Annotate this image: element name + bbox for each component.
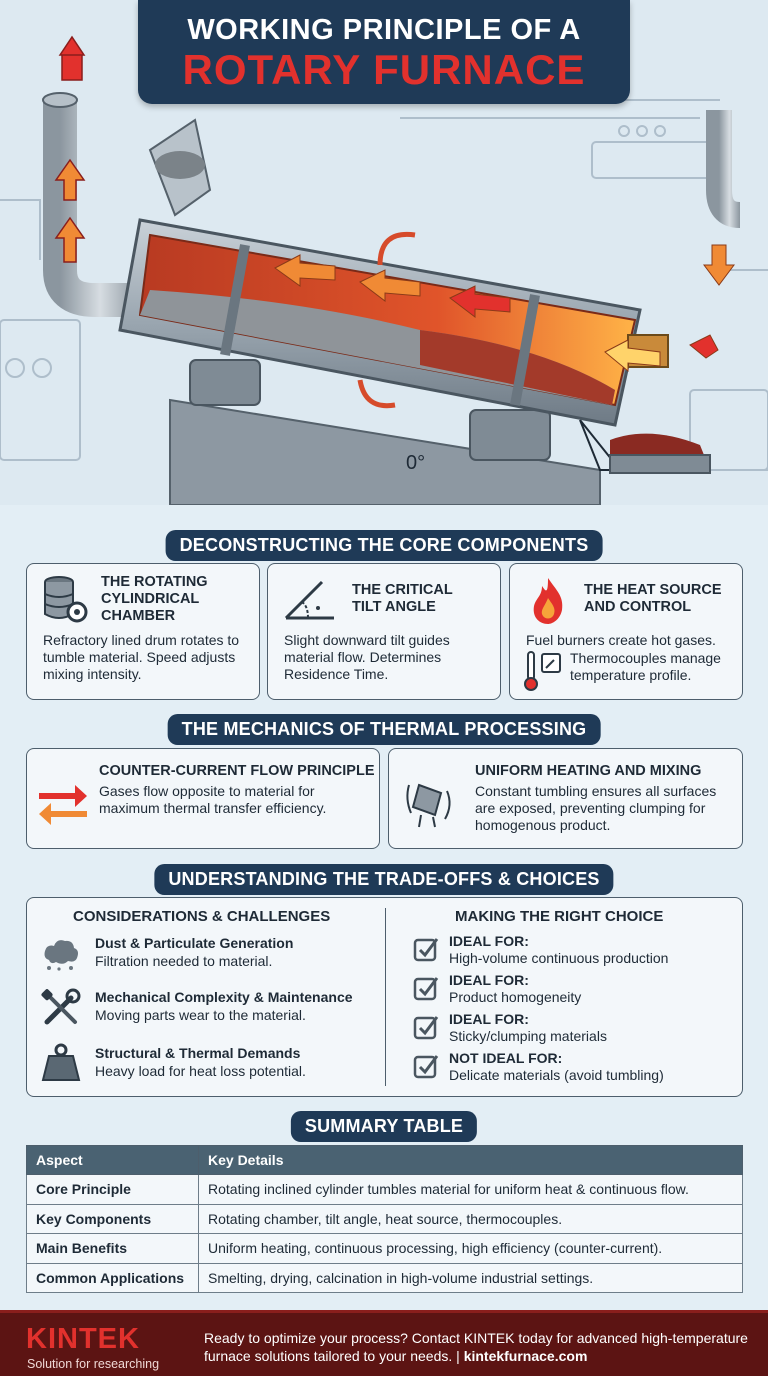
footer: KINTEK Solution for researching Ready to… [0,1310,768,1376]
mechanics-card-counter-current: COUNTER-CURRENT FLOW PRINCIPLE Gases flo… [26,748,380,849]
section-heading-tradeoffs: UNDERSTANDING THE TRADE-OFFS & CHOICES [154,864,614,895]
card-title: THE CRITICAL TILT ANGLE [352,582,453,615]
choice-text: Sticky/clumping materials [449,1028,607,1044]
inclined-base [169,398,601,505]
component-card-chamber: THE ROTATING CYLINDRICAL CHAMBER Refract… [26,563,260,700]
angle-icon [284,580,334,620]
card-title: COUNTER-CURRENT FLOW PRINCIPLE [99,763,375,779]
riding-rings [220,244,540,406]
choice-label: IDEAL FOR: [449,1011,529,1027]
checkbox-icon [413,1055,439,1079]
consideration-text: Filtration needed to material. [95,953,273,969]
card-text: Slight downward tilt guides material flo… [284,632,450,682]
card-text: Gases flow opposite to material for maxi… [99,783,327,816]
consideration-text: Moving parts wear to the material. [95,1007,306,1023]
card-text-thermocouples: Thermocouples manage temperature profile… [570,650,721,683]
gas-flow-arrows [274,254,661,373]
considerations-heading: CONSIDERATIONS & CHALLENGES [73,908,331,925]
rotating-drum-icon [406,783,451,828]
choice-text: Delicate materials (avoid tumbling) [449,1067,664,1083]
mechanics-card-uniform-heating: UNIFORM HEATING AND MIXING Constant tumb… [388,748,743,849]
choice-label: NOT IDEAL FOR: [449,1050,563,1066]
table-row: Main Benefits Uniform heating, continuou… [26,1233,743,1264]
choice-text: Product homogeneity [449,989,582,1005]
thermometer-gauge-icon [524,651,561,691]
card-title: UNIFORM HEATING AND MIXING [475,763,702,779]
choice-text: High-volume continuous production [449,950,669,966]
dust-cloud-icon [44,940,78,971]
table-cell-details: Rotating inclined cylinder tumbles mater… [198,1174,743,1205]
tilt-angle-label: 0° [406,452,426,474]
table-row: Key Components Rotating chamber, tilt an… [26,1203,743,1234]
consideration-title: Dust & Particulate Generation [95,935,294,951]
exhaust-arrows [54,35,86,263]
table-header-row: Aspect Key Details [26,1145,743,1175]
summary-table: Aspect Key Details Core Principle Rotati… [26,1145,743,1293]
table-cell-aspect: Common Applications [26,1262,199,1293]
card-text: Refractory lined drum rotates to tumble … [43,632,240,682]
footer-cta: Ready to optimize your process? Contact … [204,1329,759,1365]
exhaust-pipe [43,100,140,317]
choice-heading: MAKING THE RIGHT CHOICE [455,908,664,925]
consideration-title: Structural & Thermal Demands [95,1045,301,1061]
table-cell-details: Smelting, drying, calcination in high-vo… [198,1262,743,1293]
checkbox-icon [413,1016,439,1040]
card-text: Constant tumbling ensures all surfaces a… [475,783,717,833]
table-row: Core Principle Rotating inclined cylinde… [26,1174,743,1205]
column-header-details: Key Details [198,1145,743,1175]
choice-label: IDEAL FOR: [449,933,529,949]
card-title: THE ROTATING CYLINDRICAL CHAMBER [101,574,208,624]
rotation-arrows [357,231,416,409]
table-cell-aspect: Core Principle [26,1174,199,1205]
tradeoffs-panel: CONSIDERATIONS & CHALLENGES Dust & Parti… [26,897,743,1097]
footer-url-link[interactable]: kintekfurnace.com [463,1348,588,1364]
divider [385,908,386,1086]
checkbox-icon [413,938,439,962]
table-cell-aspect: Main Benefits [26,1233,199,1264]
column-header-aspect: Aspect [26,1145,199,1175]
logo-tagline: Solution for researching [27,1357,160,1371]
card-title: THE HEAT SOURCE AND CONTROL [584,582,722,615]
background-pipes [0,99,768,471]
table-cell-aspect: Key Components [26,1203,199,1234]
section-heading-components: DECONSTRUCTING THE CORE COMPONENTS [165,530,603,561]
component-card-heat: THE HEAT SOURCE AND CONTROL Fuel burners… [509,563,743,700]
checkbox-icon [413,977,439,1001]
section-heading-summary: SUMMARY TABLE [290,1111,478,1142]
table-row: Common Applications Smelting, drying, ca… [26,1262,743,1293]
opposing-arrows-icon [39,785,87,825]
weight-icon [41,1043,81,1081]
footer-cta-text: Ready to optimize your process? Contact … [204,1330,748,1364]
card-text-burners: Fuel burners create hot gases. [526,632,716,648]
support-roller-right [469,409,551,461]
kintek-logo[interactable]: KINTEK [26,1323,140,1355]
wrench-screwdriver-icon [41,988,81,1025]
table-cell-details: Uniform heating, continuous processing, … [198,1233,743,1264]
hero-illustration: WORKING PRINCIPLE OF A ROTARY FURNACE 0° [0,0,768,505]
title-line-1: WORKING PRINCIPLE OF A [187,14,581,46]
rotary-furnace-illustration [0,35,768,505]
section-heading-mechanics: THE MECHANICS OF THERMAL PROCESSING [167,714,601,745]
title-line-2: ROTARY FURNACE [182,46,586,93]
flame-icon [533,578,563,624]
consideration-text: Heavy load for heat loss potential. [95,1063,306,1079]
consideration-title: Mechanical Complexity & Maintenance [95,989,353,1005]
component-card-tilt: THE CRITICAL TILT ANGLE Slight downward … [267,563,501,700]
title-banner: WORKING PRINCIPLE OF A ROTARY FURNACE [138,0,630,104]
choice-label: IDEAL FOR: [449,972,529,988]
support-roller-left [189,359,261,406]
table-cell-details: Rotating chamber, tilt angle, heat sourc… [198,1203,743,1234]
drum-gear-icon [44,576,88,623]
